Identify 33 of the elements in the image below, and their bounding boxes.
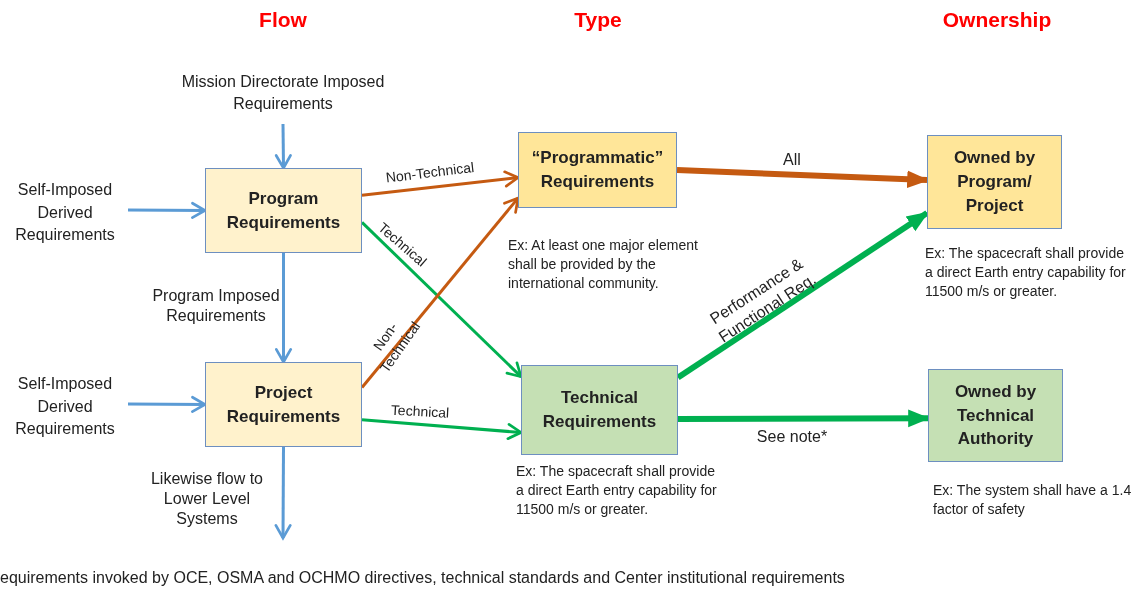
example-text: Ex: The system shall have a 1.4 factor of safety [933, 481, 1131, 519]
arrow [128, 201, 207, 219]
edge-label: Technical [390, 401, 450, 423]
arrow [274, 124, 292, 170]
requirement-box: Owned by Program/ Project [927, 135, 1062, 229]
arrow [274, 447, 292, 540]
arrow [676, 210, 929, 381]
requirement-box: “Programmatic” Requirements [518, 132, 677, 208]
example-text: Ex: At least one major element shall be provided by the international community. [508, 236, 699, 293]
arrow [274, 253, 293, 364]
edge-label: Non-Technical [384, 158, 476, 188]
requirement-box: Owned by Technical Authority [928, 369, 1063, 462]
arrow [128, 395, 207, 413]
requirement-box: Program Requirements [205, 168, 362, 253]
edge-label: Likewise flow to Lower Level Systems [149, 469, 264, 529]
example-text: Ex: The spacecraft shall provide a direct Earth entry capability for 11500 m/s or greater. [516, 462, 718, 519]
column-heading: Ownership [942, 8, 1052, 32]
arrow [361, 170, 520, 197]
arrow [360, 196, 520, 389]
column-heading: Flow [259, 8, 307, 32]
example-text: Ex: The spacecraft shall provide a direct Earth entry capability for 11500 m/s or greater. [925, 244, 1127, 301]
source-label: Self-Imposed Derived Requirements [2, 176, 128, 250]
edge-label: Program Imposed Requirements [151, 286, 281, 326]
source-label: Self-Imposed Derived Requirements [2, 370, 128, 444]
requirement-box: Project Requirements [205, 362, 362, 447]
footnote: equirements invoked by OCE, OSMA and OCHMO directives, technical standards and Center institutional requirements [0, 569, 845, 587]
edge-label: See note* [756, 427, 828, 447]
arrow [361, 418, 523, 440]
source-label: Mission Directorate Imposed Requirements [180, 68, 386, 118]
requirement-box: Technical Requirements [521, 365, 678, 455]
edge-label: All [783, 150, 801, 170]
column-heading: Type [574, 8, 622, 32]
arrow [360, 221, 523, 379]
